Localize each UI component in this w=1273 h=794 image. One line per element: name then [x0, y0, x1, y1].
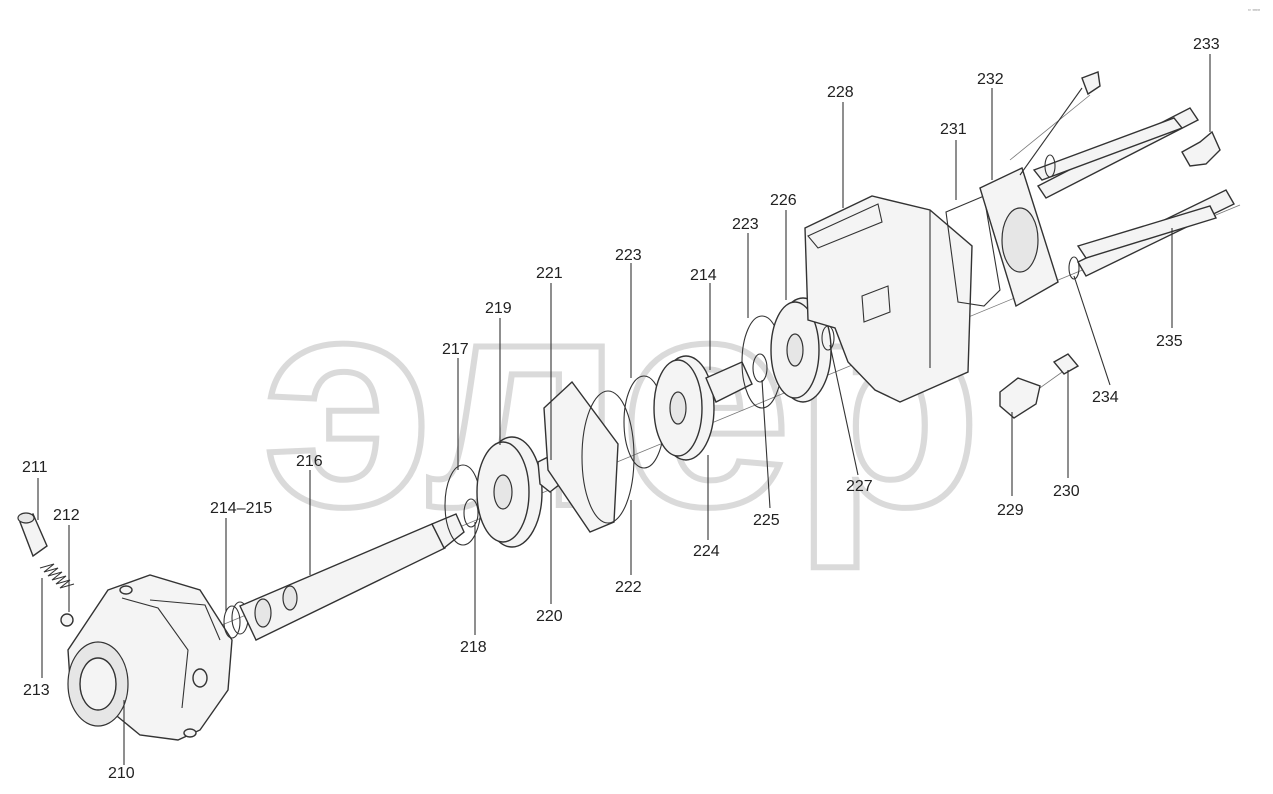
part-222-gasket: [581, 390, 635, 524]
label-235: 235: [1156, 333, 1183, 350]
part-218-ring: [463, 498, 479, 528]
part-216-shaft: [239, 513, 465, 641]
part-219-pulley: [476, 436, 543, 548]
part-229-tee: [999, 377, 1041, 419]
label-226: 226: [770, 192, 797, 209]
part-labels: 210 211 212 213 214–215 216 217 218 219 …: [22, 36, 1220, 782]
label-227: 227: [846, 478, 873, 495]
label-228: 228: [827, 84, 854, 101]
label-221: 221: [536, 265, 563, 282]
label-217: 217: [442, 341, 469, 358]
label-230: 230: [1053, 483, 1080, 500]
corner-mark: ▫︎ ▫▫▫: [1248, 7, 1260, 14]
part-230-plug: [1052, 353, 1080, 375]
part-cap: [1081, 71, 1101, 96]
part-211-plug: [17, 512, 48, 558]
part-228-cover: [804, 195, 973, 403]
label-211: 211: [22, 459, 48, 476]
label-224: 224: [693, 543, 720, 560]
label-210: 210: [108, 765, 135, 782]
label-229: 229: [997, 502, 1024, 519]
label-234: 234: [1092, 389, 1119, 406]
label-214-215: 214–215: [210, 500, 272, 517]
leader-lines: [37, 54, 1211, 765]
part-213-spring: [39, 563, 75, 589]
part-235-bolts: [1032, 107, 1235, 277]
label-214: 214: [690, 267, 717, 284]
part-212-ball: [60, 613, 74, 627]
label-232: 232: [977, 71, 1004, 88]
label-220: 220: [536, 608, 563, 625]
label-212: 212: [53, 507, 80, 524]
label-222: 222: [615, 579, 642, 596]
label-223b: 223: [732, 216, 759, 233]
part-225-washer: [752, 353, 768, 383]
label-219: 219: [485, 300, 512, 317]
part-231-gasket: [945, 195, 1001, 307]
part-226-pulley: [770, 297, 832, 403]
part-233-elbow: [1181, 130, 1221, 167]
label-218: 218: [460, 639, 487, 656]
part-214-shaft: [705, 361, 753, 403]
part-234-washers: [1044, 154, 1080, 280]
label-233: 233: [1193, 36, 1220, 53]
part-221-flange: [543, 380, 619, 533]
label-225: 225: [753, 512, 780, 529]
part-210-housing: [67, 574, 233, 741]
label-223a: 223: [615, 247, 642, 264]
label-216: 216: [296, 453, 323, 470]
part-224-pulley: [653, 355, 715, 461]
part-232-end-cover: [979, 167, 1059, 308]
label-231: 231: [940, 121, 967, 138]
label-213: 213: [23, 682, 50, 699]
